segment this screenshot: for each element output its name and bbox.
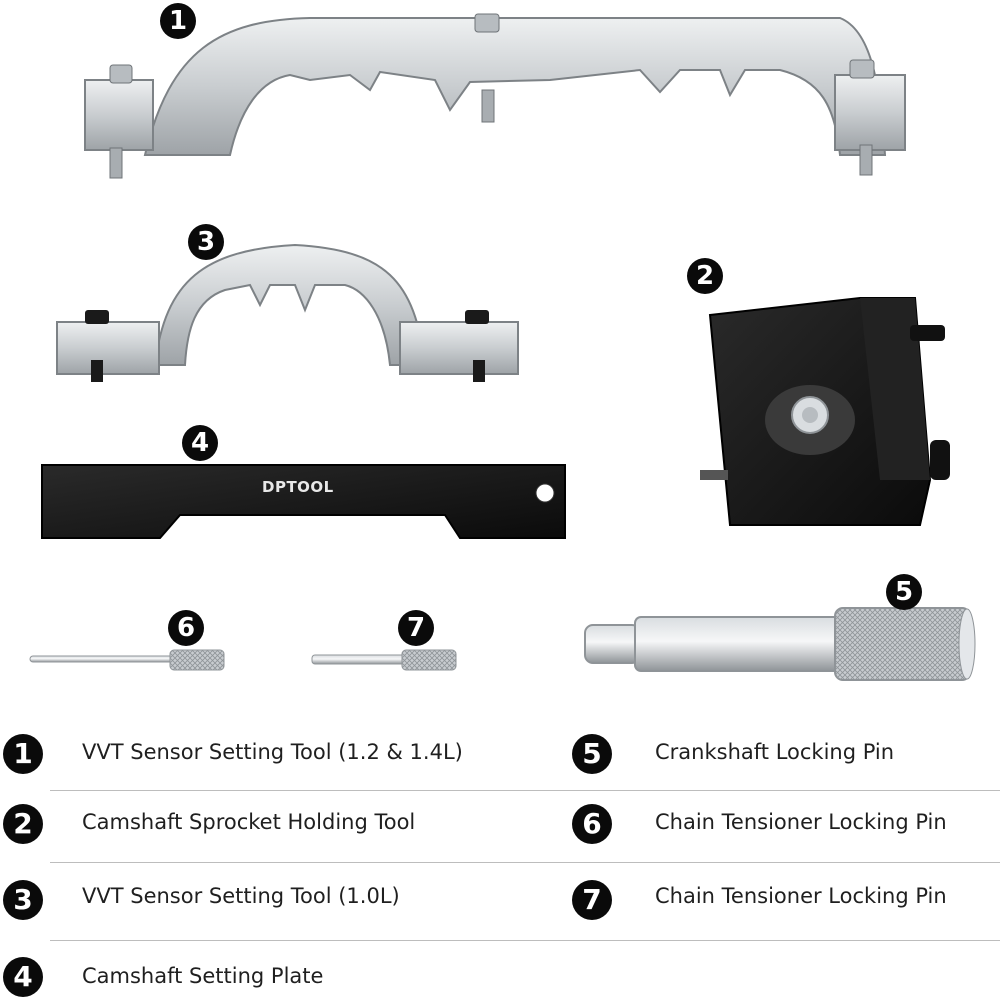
badge-6: 6 xyxy=(168,610,204,646)
legend-badge-2: 2 xyxy=(3,804,43,844)
tool-1-image xyxy=(84,13,906,179)
legend-badge-4: 4 xyxy=(3,957,43,997)
legend-label-7: Chain Tensioner Locking Pin xyxy=(655,884,947,908)
legend-badge-3: 3 xyxy=(3,880,43,920)
tool-4-image xyxy=(41,464,566,539)
brand-label: DPTOOL xyxy=(262,478,334,496)
legend-badge-6: 6 xyxy=(572,804,612,844)
badge-4: 4 xyxy=(182,425,218,461)
legend-label-6: Chain Tensioner Locking Pin xyxy=(655,810,947,834)
legend-divider xyxy=(50,862,1000,863)
legend-label-4: Camshaft Setting Plate xyxy=(82,964,324,988)
badge-1: 1 xyxy=(160,3,196,39)
legend-divider xyxy=(50,790,1000,791)
legend-badge-1: 1 xyxy=(3,734,43,774)
badge-5: 5 xyxy=(886,574,922,610)
tool-5-image xyxy=(584,607,976,681)
tool-3-image xyxy=(56,243,519,382)
tool-7-image xyxy=(311,649,457,671)
badge-7: 7 xyxy=(398,610,434,646)
legend-label-2: Camshaft Sprocket Holding Tool xyxy=(82,810,416,834)
badge-2: 2 xyxy=(687,258,723,294)
tool-6-image xyxy=(29,649,225,671)
legend-label-5: Crankshaft Locking Pin xyxy=(655,740,895,764)
legend-label-3: VVT Sensor Setting Tool (1.0L) xyxy=(82,884,400,908)
legend-badge-7: 7 xyxy=(572,880,612,920)
legend-label-1: VVT Sensor Setting Tool (1.2 & 1.4L) xyxy=(82,740,463,764)
tool-2-image xyxy=(700,297,950,526)
legend-badge-5: 5 xyxy=(572,734,612,774)
badge-3: 3 xyxy=(188,224,224,260)
legend-divider xyxy=(50,940,1000,941)
